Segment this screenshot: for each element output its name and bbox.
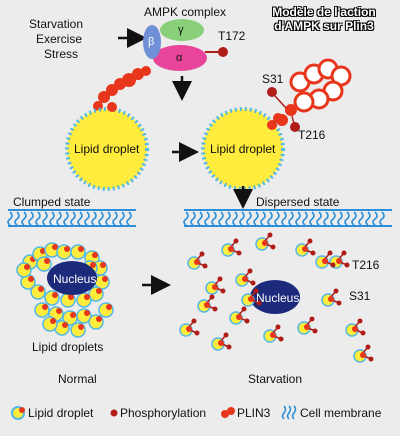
gamma-label: γ: [178, 24, 184, 36]
lipid-droplet-left: [65, 107, 149, 191]
legend-membrane-label: Cell membrane: [300, 406, 382, 420]
title-line-2: d'AMPK sur Plin3: [274, 19, 374, 33]
cell-membrane-right: [183, 209, 392, 227]
droplet-label-right: Lipid droplet: [210, 142, 276, 156]
dispersed-droplet: [321, 288, 342, 307]
dispersed-droplet: [353, 344, 374, 363]
legend-phospho-label: Phosphorylation: [120, 406, 207, 420]
dispersed-droplet: [263, 324, 284, 343]
dispersed-droplet: [241, 288, 262, 307]
cell-membrane-left: [7, 209, 136, 227]
ampk-complex-label: AMPK complex: [144, 5, 227, 19]
stimulus-starvation: Starvation: [29, 17, 84, 31]
droplet-label-left: Lipid droplet: [74, 142, 140, 156]
clumped-droplet: [30, 284, 46, 300]
dispersed-droplet: [345, 318, 366, 337]
dispersed-droplet: [295, 238, 316, 257]
dispersed-droplet: [187, 251, 208, 270]
ampk-complex: [143, 19, 228, 71]
nucleus-left: [47, 261, 97, 295]
clumped-droplet: [56, 244, 72, 260]
t216-label-bottom: T216: [352, 258, 380, 272]
droplet-plin3-attach: [107, 102, 283, 130]
lipid-droplet-right: [201, 107, 285, 191]
lipid-droplets-label: Lipid droplets: [32, 340, 104, 354]
plin3-chain-right: [276, 58, 352, 126]
clumped-droplet: [42, 316, 58, 332]
t216-label-top: T216: [298, 128, 326, 142]
dispersed-droplet: [255, 232, 276, 251]
clumped-droplet: [44, 290, 60, 306]
clumped-droplet: [70, 322, 86, 338]
s31-label-top: S31: [262, 72, 284, 86]
dispersed-droplet: [315, 250, 336, 269]
nucleus-label-right: Nucleus: [256, 291, 300, 305]
clumped-droplet: [48, 306, 64, 322]
clumped-droplet: [16, 262, 32, 278]
dispersed-droplet: [205, 276, 226, 295]
t172-label: T172: [218, 29, 246, 43]
clumped-droplet: [60, 292, 76, 308]
dispersed-state-label: Dispersed state: [256, 195, 340, 209]
dispersed-droplet: [221, 238, 242, 257]
normal-label: Normal: [58, 372, 97, 386]
stimulus-stress: Stress: [44, 47, 79, 61]
clumped-droplet: [76, 308, 92, 324]
s31-phospho-dot: [267, 87, 277, 97]
clumped-droplet: [88, 314, 104, 330]
clumped-droplet: [88, 286, 104, 302]
figure-title: Modèle de l'action d'AMPK sur Plin3: [254, 5, 394, 33]
s31-label-bottom: S31: [349, 289, 371, 303]
nucleus-right: [250, 280, 300, 314]
clumped-droplet: [70, 244, 86, 260]
clumped-droplet: [76, 292, 92, 308]
beta-label: β: [148, 36, 155, 48]
clumped-state-label: Clumped state: [13, 195, 91, 209]
legend-droplet-icon: [11, 406, 25, 420]
t216-phospho-dot: [290, 122, 300, 132]
clumped-droplet: [20, 274, 36, 290]
plin3-chain-left: [93, 66, 151, 111]
clumped-droplets: [16, 242, 114, 338]
legend-plin3-label: PLIN3: [237, 406, 271, 420]
alpha-label: α: [176, 52, 183, 64]
legend-plin3-icon: [221, 407, 235, 418]
legend-phospho-icon: [110, 409, 118, 417]
title-line-1: Modèle de l'action: [272, 5, 376, 19]
clumped-droplet: [36, 256, 52, 272]
t172-phospho-dot: [218, 47, 228, 57]
stimulus-exercise: Exercise: [36, 32, 83, 46]
clumped-droplet: [34, 302, 50, 318]
dispersed-droplets: [179, 232, 374, 363]
dispersed-droplet: [197, 294, 218, 313]
ampk-alpha-subunit: [153, 45, 207, 71]
dispersed-droplet: [297, 316, 318, 335]
ampk-beta-subunit: [143, 25, 161, 59]
dispersed-droplet: [179, 318, 200, 337]
dispersed-droplet: [229, 306, 250, 325]
starvation-label: Starvation: [248, 372, 303, 386]
clumped-droplet: [98, 302, 114, 318]
nucleus-label-left: Nucleus: [53, 272, 97, 286]
dispersed-droplet: [235, 268, 256, 287]
legend-droplet-label: Lipid droplet: [28, 406, 94, 420]
dispersed-droplet: [211, 332, 232, 351]
ampk-gamma-subunit: [160, 19, 204, 41]
legend-membrane-icon: [281, 405, 297, 420]
